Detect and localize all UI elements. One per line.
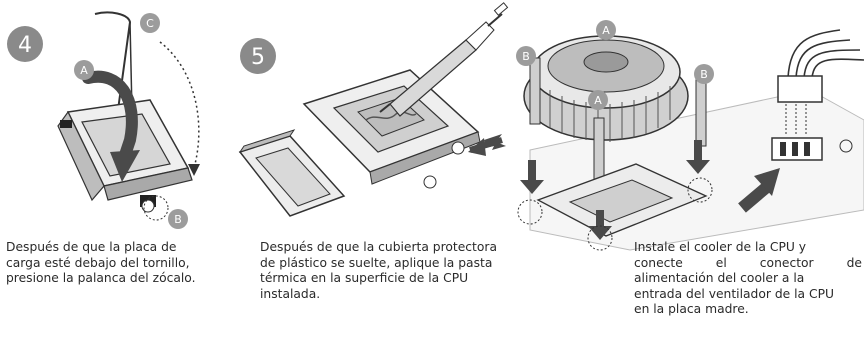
step-6-illustration: A B A B xyxy=(516,20,864,251)
caption-line: Después de que la cubierta protectora xyxy=(260,240,497,254)
caption-line: Instale el cooler de la CPU y xyxy=(634,240,807,254)
step-4-number: 4 xyxy=(18,33,32,58)
down-arrow-icon xyxy=(520,160,544,194)
callout-c: C xyxy=(140,13,160,33)
cpu-socket xyxy=(302,69,481,189)
caption-line: Después de que la placa de xyxy=(6,240,177,254)
step-4-caption: Después de que la placa de carga esté de… xyxy=(6,240,228,287)
dotted-circle-icon xyxy=(517,199,543,225)
down-arrow-icon xyxy=(686,140,710,174)
svg-text:A: A xyxy=(80,64,88,77)
dotted-circle-icon xyxy=(143,195,169,221)
caption-line: instalada. xyxy=(260,286,321,301)
step-4-panel: 4 A B C xyxy=(0,0,240,339)
dotted-circle-icon xyxy=(687,177,713,203)
down-arrow-icon xyxy=(588,210,612,240)
step-5-panel: 5 Después de qu xyxy=(238,0,510,339)
svg-text:B: B xyxy=(174,213,182,226)
callout-a: A xyxy=(74,60,94,80)
callout-b: B xyxy=(516,46,536,66)
callout-a: A xyxy=(588,90,608,110)
caption-line: alimentación del cooler a la xyxy=(634,271,805,286)
step-6-caption: Instale el cooler de la CPU y conecte el… xyxy=(634,240,862,318)
step-5-caption: Después de que la cubierta protectora de… xyxy=(260,240,510,302)
dotted-circle-icon xyxy=(587,225,613,251)
step-6-panel: A B A B Instale el cooler de la CPU y co… xyxy=(510,0,864,339)
straight-arrow-icon xyxy=(738,168,780,213)
callout-b: B xyxy=(694,64,714,84)
plastic-cover xyxy=(238,129,346,217)
svg-text:C: C xyxy=(146,17,154,30)
dotted-arc-icon xyxy=(159,41,200,169)
thermal-paste-syringe xyxy=(379,2,509,117)
caption-line: en la placa madre. xyxy=(634,302,749,317)
caption-line: de plástico se suelte, aplique la pasta xyxy=(260,255,493,270)
caption-line: conecte el conector de xyxy=(634,255,862,270)
caption-line: presione la palanca del zócalo. xyxy=(6,271,196,286)
caption-line: entrada del ventilador de la CPU xyxy=(634,286,834,301)
step-5-badge: 5 xyxy=(240,38,276,74)
fan-connector xyxy=(771,29,864,161)
step-5-illustration: 5 xyxy=(238,2,509,217)
callout-a: A xyxy=(596,20,616,40)
svg-text:A: A xyxy=(602,24,610,37)
callout-b: B xyxy=(168,209,188,229)
step-4-illustration: 4 A B C xyxy=(7,11,200,229)
curved-arrow-icon xyxy=(82,70,138,164)
caption-line: térmica en la superficie de la CPU xyxy=(260,271,469,286)
step-4-badge: 4 xyxy=(7,26,43,62)
step-5-number: 5 xyxy=(251,45,265,70)
svg-text:A: A xyxy=(594,94,602,107)
svg-text:B: B xyxy=(522,50,530,63)
caption-line: carga esté debajo del tornillo, xyxy=(6,255,190,270)
svg-text:B: B xyxy=(700,68,708,81)
